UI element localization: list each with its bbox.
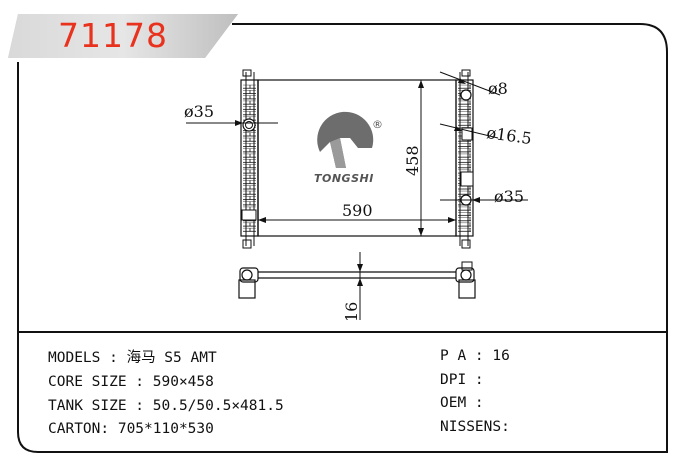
- outlet-right-label: ø35: [494, 187, 524, 206]
- outlet-left-label: ø35: [184, 102, 214, 121]
- pipe-small-label: ø8: [488, 79, 508, 98]
- pipe-small-leader: [439, 71, 501, 96]
- left-tank: [240, 69, 259, 249]
- brand-logo: [317, 111, 374, 168]
- spec-nissens: NISSENS:: [440, 419, 510, 435]
- bottom-view: [238, 261, 476, 299]
- thickness-dimension: [357, 252, 363, 320]
- spec-tank-size: TANK SIZE : 50.5/50.5×481.5: [48, 398, 284, 414]
- width-dimension: [258, 217, 456, 223]
- outlet-right-leader: [440, 197, 528, 203]
- spec-pa: P A : 16: [440, 348, 510, 364]
- outlet-left-leader: [186, 120, 278, 126]
- spec-oem: OEM :: [440, 395, 484, 411]
- right-tank: [455, 69, 474, 249]
- part-number-banner: [8, 14, 238, 58]
- width-label: 590: [342, 201, 373, 220]
- spec-dpi: DPI :: [440, 372, 484, 388]
- outer-frame: [17, 23, 668, 453]
- spec-carton: CARTON: 705*110*530: [48, 421, 214, 437]
- spec-core-size: CORE SIZE : 590×458: [48, 374, 214, 390]
- thickness-label: 16: [342, 301, 361, 322]
- pipe-mid-leader: [439, 123, 499, 139]
- brand-name: TONGSHI: [314, 172, 374, 185]
- height-label: 458: [403, 145, 422, 176]
- part-number: 71178: [58, 16, 168, 55]
- registered-mark: ®: [372, 118, 383, 131]
- spec-models: MODELS : 海马 S5 AMT: [48, 350, 217, 366]
- height-dimension: [418, 80, 424, 236]
